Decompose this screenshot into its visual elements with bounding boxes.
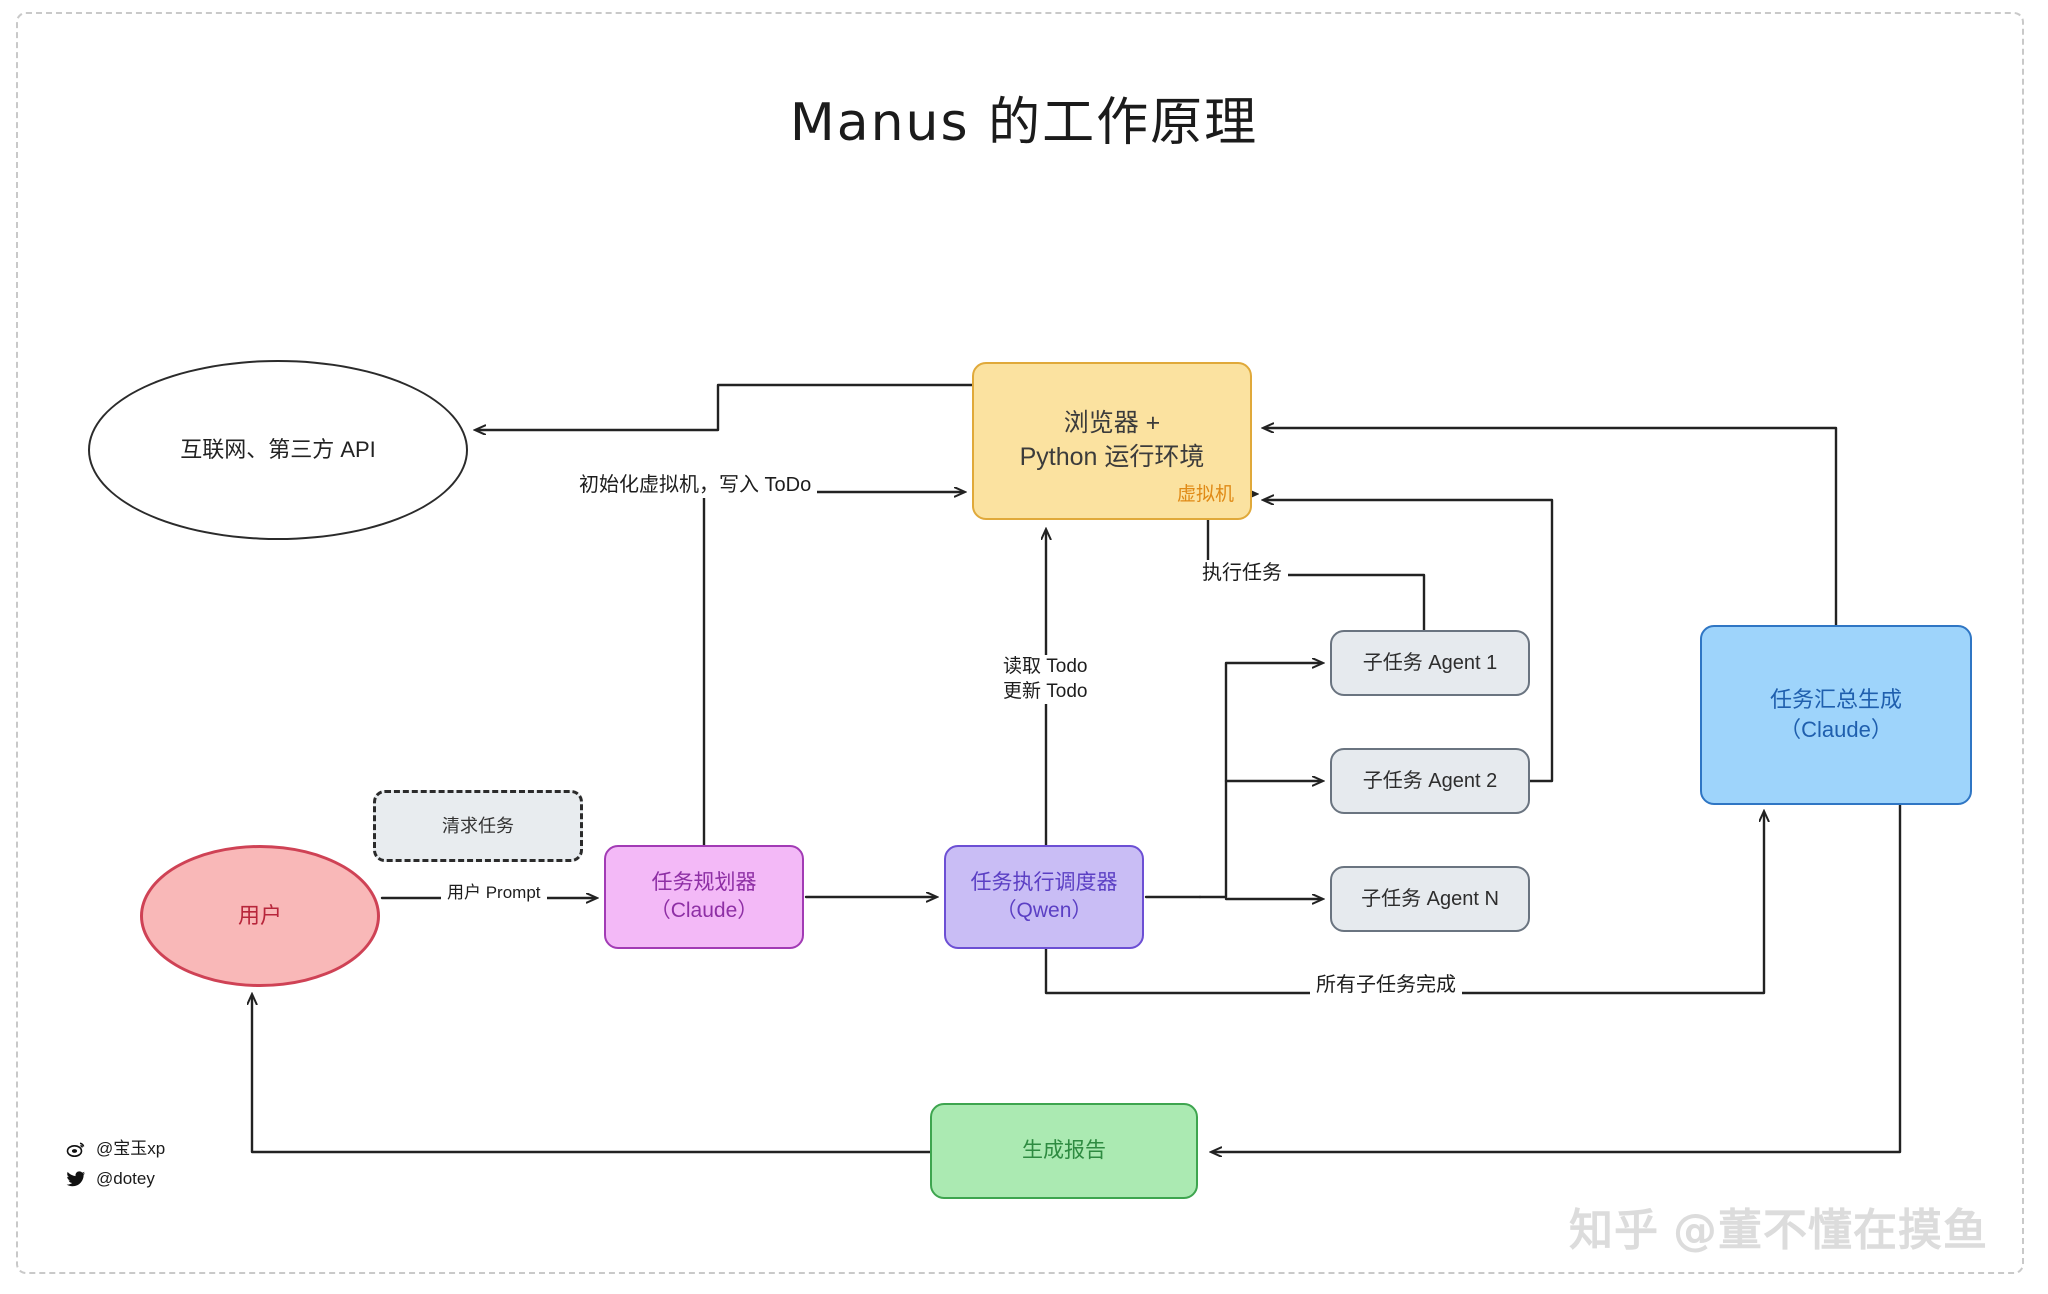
node-report-label: 生成报告: [1022, 1138, 1106, 1162]
node-agent-label: 子任务 Agent 1: [1362, 651, 1498, 674]
credit-weibo[interactable]: @宝玉xp: [66, 1134, 165, 1164]
node-subtask-agent-2[interactable]: 子任务 Agent 2: [1330, 748, 1530, 814]
credit-twitter-handle: @dotey: [96, 1168, 155, 1188]
edge-label-todo-update: 更新 Todo: [1003, 680, 1088, 702]
zhihu-handle: @董不懂在摸鱼: [1673, 1205, 1988, 1256]
edge-label-todo-read: 读取 Todo: [1003, 656, 1088, 677]
node-user[interactable]: 用户: [140, 845, 380, 987]
node-user-label: 用户: [237, 903, 282, 929]
node-planner-line2: （Claude）: [649, 899, 759, 922]
zhihu-brand: 知乎: [1569, 1205, 1659, 1256]
node-task-scheduler[interactable]: 任务执行调度器 （Qwen）: [944, 845, 1144, 949]
node-summary-line1: 任务汇总生成: [1769, 687, 1902, 713]
node-vm-line2: Python 运行环境: [1019, 443, 1205, 471]
node-agent-label: 子任务 Agent 2: [1362, 769, 1498, 792]
node-agent-label: 子任务 Agent N: [1361, 887, 1499, 910]
page-border: [16, 12, 2024, 1274]
node-request-label: 清求任务: [442, 815, 514, 836]
edge-label-user-prompt: 用户 Prompt: [441, 882, 547, 905]
node-browser-python-vm[interactable]: 浏览器 + Python 运行环境 虚拟机: [972, 362, 1252, 520]
node-scheduler-line2: （Qwen）: [995, 899, 1093, 922]
twitter-icon: [66, 1169, 86, 1189]
edge-label-exec-task: 执行任务: [1196, 560, 1288, 586]
node-task-planner[interactable]: 任务规划器 （Claude）: [604, 845, 804, 949]
credits: @宝玉xp @dotey: [66, 1134, 165, 1194]
credit-twitter[interactable]: @dotey: [66, 1164, 165, 1194]
node-summary-line2: （Claude）: [1779, 717, 1893, 742]
node-subtask-agent-1[interactable]: 子任务 Agent 1: [1330, 630, 1530, 696]
node-generate-report[interactable]: 生成报告: [930, 1103, 1198, 1199]
node-internet-label: 互联网、第三方 API: [180, 437, 376, 463]
credit-weibo-handle: @宝玉xp: [96, 1139, 166, 1158]
node-scheduler-line1: 任务执行调度器: [970, 870, 1118, 894]
node-request-task-note[interactable]: 清求任务: [373, 790, 583, 862]
edge-label-init-vm: 初始化虚拟机，写入 ToDo: [573, 472, 818, 498]
edge-label-all-subtasks-done: 所有子任务完成: [1310, 972, 1462, 998]
node-internet-third-party-api[interactable]: 互联网、第三方 API: [88, 360, 468, 540]
page-title: Manus 的工作原理: [789, 93, 1259, 153]
node-vm-line1: 浏览器 +: [1063, 409, 1161, 438]
node-vm-tag: 虚拟机: [1176, 484, 1234, 506]
node-subtask-agent-n[interactable]: 子任务 Agent N: [1330, 866, 1530, 932]
edge-label-todo: 读取 Todo 更新 Todo: [997, 655, 1094, 705]
node-task-summary-generation[interactable]: 任务汇总生成 （Claude）: [1700, 625, 1972, 805]
node-planner-line1: 任务规划器: [651, 870, 757, 894]
weibo-icon: [66, 1139, 86, 1159]
zhihu-watermark: 知乎 @董不懂在摸鱼: [1569, 1194, 1988, 1258]
